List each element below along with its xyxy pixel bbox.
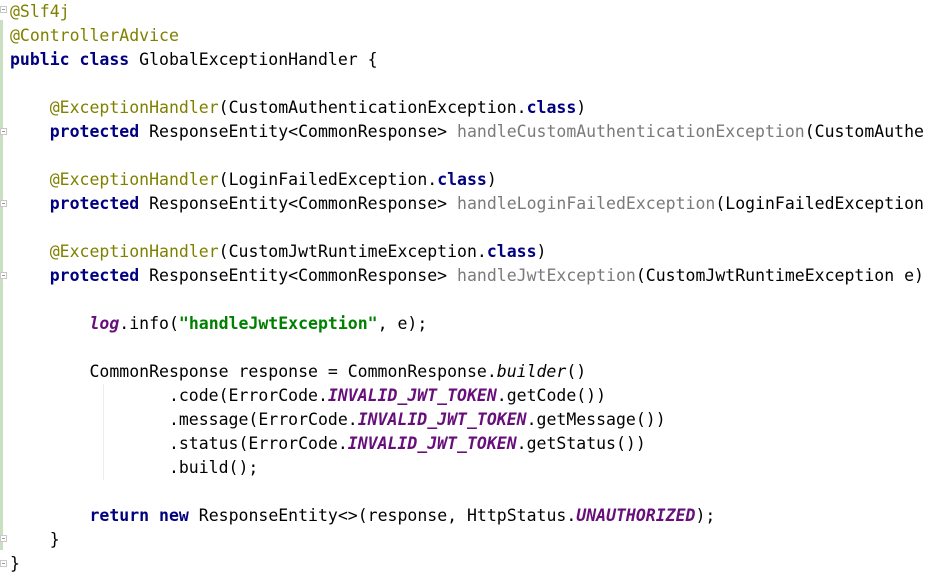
code-token: public xyxy=(10,50,70,69)
code-line[interactable]: public class GlobalExceptionHandler { xyxy=(10,48,378,72)
code-token: (LoginFailedException. xyxy=(218,170,438,189)
code-token xyxy=(70,50,80,69)
code-token: (LoginFailedException xyxy=(715,194,924,213)
code-line[interactable]: @ExceptionHandler(CustomJwtRuntimeExcept… xyxy=(10,240,547,264)
code-token: CommonResponse response = CommonResponse… xyxy=(10,362,497,381)
code-line[interactable]: @Slf4j xyxy=(10,0,70,24)
code-token: ) xyxy=(486,170,497,189)
fold-marker-icon[interactable] xyxy=(0,6,7,13)
code-token: ResponseEntity<CommonResponse> xyxy=(139,194,458,213)
code-token: builder xyxy=(496,362,567,381)
code-token xyxy=(10,314,89,333)
code-token: , e); xyxy=(377,314,428,333)
code-token: "handleJwtException" xyxy=(178,314,378,333)
code-token: ); xyxy=(695,506,716,525)
gutter-change-marker xyxy=(0,20,3,550)
code-token: class xyxy=(526,98,577,117)
code-line[interactable]: CommonResponse response = CommonResponse… xyxy=(10,360,586,384)
code-token: (CustomJwtRuntimeException. xyxy=(218,242,487,261)
indent-guide xyxy=(103,384,104,480)
code-line[interactable]: log.info("handleJwtException", e); xyxy=(10,312,427,336)
code-token xyxy=(149,506,159,525)
fold-marker-icon[interactable] xyxy=(0,128,7,135)
code-line[interactable]: protected ResponseEntity<CommonResponse>… xyxy=(10,120,924,144)
code-token: ResponseEntity<>(response, HttpStatus. xyxy=(188,506,577,525)
code-line[interactable]: .build(); xyxy=(10,456,258,480)
code-token: .info( xyxy=(119,314,179,333)
fold-marker-icon[interactable] xyxy=(0,535,7,542)
code-token: protected xyxy=(49,266,140,285)
fold-marker-icon[interactable] xyxy=(0,272,7,279)
code-line[interactable]: .code(ErrorCode.INVALID_JWT_TOKEN.getCod… xyxy=(10,384,606,408)
code-token: .getMessage()) xyxy=(526,410,666,429)
code-token: protected xyxy=(49,122,140,141)
code-line[interactable]: return new ResponseEntity<>(response, Ht… xyxy=(10,504,715,528)
code-token: .code(ErrorCode. xyxy=(10,386,328,405)
code-token: .build(); xyxy=(10,458,259,477)
code-area[interactable]: @Slf4j @ControllerAdvice public class Glob… xyxy=(10,0,930,580)
code-token: protected xyxy=(49,194,140,213)
code-line[interactable]: @ExceptionHandler(CustomAuthenticationEx… xyxy=(10,96,586,120)
code-line[interactable]: } xyxy=(10,552,20,576)
code-token: } xyxy=(10,530,60,549)
code-token: class xyxy=(437,170,487,189)
code-token: } xyxy=(10,554,20,573)
code-line[interactable]: .message(ErrorCode.INVALID_JWT_TOKEN.get… xyxy=(10,408,666,432)
code-token: return xyxy=(89,506,150,525)
code-token: INVALID_JWT_TOKEN xyxy=(357,410,527,429)
code-token: new xyxy=(159,506,189,525)
code-token: (CustomAuthenticationException. xyxy=(218,98,527,117)
code-token: INVALID_JWT_TOKEN xyxy=(327,386,497,405)
code-token xyxy=(10,170,50,189)
code-token: (CustomAuthe xyxy=(804,122,924,141)
code-token xyxy=(10,266,50,285)
code-token: ResponseEntity<CommonResponse> xyxy=(139,266,458,285)
code-token: GlobalExceptionHandler { xyxy=(129,50,378,69)
code-line[interactable]: @ExceptionHandler(LoginFailedException.c… xyxy=(10,168,497,192)
code-token: .getStatus()) xyxy=(516,434,646,453)
code-token: () xyxy=(566,362,587,381)
code-token xyxy=(10,506,89,525)
code-token: .message(ErrorCode. xyxy=(10,410,358,429)
fold-marker-icon[interactable] xyxy=(0,560,7,567)
code-token: class xyxy=(486,242,537,261)
code-token: @ControllerAdvice xyxy=(10,26,179,45)
code-token: handleJwtException xyxy=(457,266,636,285)
code-token: ) xyxy=(576,98,587,117)
code-token xyxy=(10,98,50,117)
code-token: @Slf4j xyxy=(10,2,70,21)
code-line[interactable]: } xyxy=(10,528,60,552)
editor-gutter[interactable] xyxy=(0,0,8,580)
code-token: @ExceptionHandler xyxy=(49,242,219,261)
code-line[interactable]: @ControllerAdvice xyxy=(10,24,179,48)
code-token: (CustomJwtRuntimeException e) xyxy=(635,266,924,285)
code-token: ResponseEntity<CommonResponse> xyxy=(139,122,458,141)
code-token: INVALID_JWT_TOKEN xyxy=(347,434,517,453)
code-token: @ExceptionHandler xyxy=(49,98,219,117)
code-token: handleLoginFailedException xyxy=(457,194,716,213)
code-line[interactable]: protected ResponseEntity<CommonResponse>… xyxy=(10,192,924,216)
code-token: @ExceptionHandler xyxy=(49,170,219,189)
code-token: ) xyxy=(536,242,547,261)
code-token: .getCode()) xyxy=(496,386,607,405)
code-token xyxy=(10,122,50,141)
code-token: .status(ErrorCode. xyxy=(10,434,348,453)
code-token: handleCustomAuthenticationException xyxy=(457,122,805,141)
code-token xyxy=(10,242,50,261)
code-line[interactable]: protected ResponseEntity<CommonResponse>… xyxy=(10,264,924,288)
code-token: UNAUTHORIZED xyxy=(576,506,696,525)
fold-marker-icon[interactable] xyxy=(0,200,7,207)
code-token xyxy=(10,194,50,213)
code-line[interactable]: .status(ErrorCode.INVALID_JWT_TOKEN.getS… xyxy=(10,432,646,456)
code-token: log xyxy=(89,314,120,333)
code-token: class xyxy=(79,50,130,69)
